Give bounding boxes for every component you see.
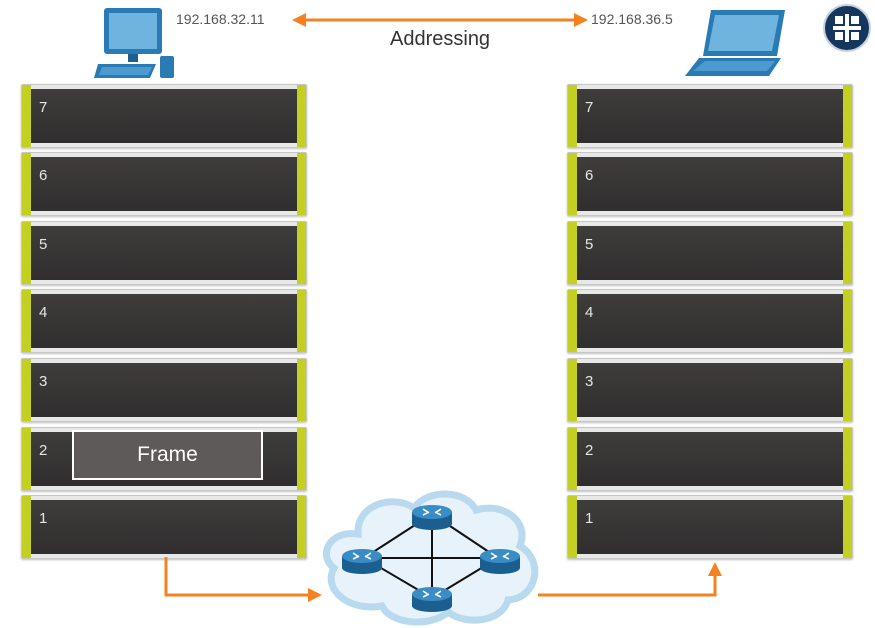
frame-pdu-box: Frame (72, 430, 263, 480)
router-icon (342, 549, 382, 574)
destination-layer-1: 1 (567, 495, 853, 559)
destination-layer-5: 5 (567, 221, 853, 285)
source-layer-3: 3 (21, 358, 307, 422)
layer-number: 1 (39, 510, 48, 527)
destination-layer-6: 6 (567, 152, 853, 216)
network-to-destination-arrow (538, 562, 722, 597)
layer-number: 6 (585, 167, 594, 184)
laptop-icon (685, 10, 785, 76)
router-icon (412, 587, 452, 612)
fullscreen-toggle-icon (833, 14, 861, 42)
destination-layer-3: 3 (567, 358, 853, 422)
layer-number: 5 (585, 236, 594, 253)
source-layer-5: 5 (21, 221, 307, 285)
layer-number: 3 (585, 373, 594, 390)
destination-layer-7: 7 (567, 84, 853, 148)
layer-number: 4 (39, 304, 48, 321)
layer-number: 4 (585, 304, 594, 321)
source-layer-7: 7 (21, 84, 307, 148)
source-layer-6: 6 (21, 152, 307, 216)
layer-number: 7 (585, 99, 594, 116)
source-layer-4: 4 (21, 289, 307, 353)
router-icon (412, 505, 452, 530)
layer-number: 1 (585, 510, 594, 527)
source-layer-1: 1 (21, 495, 307, 559)
destination-layer-2: 2 (567, 427, 853, 491)
source-layer-2: 2 Frame (21, 427, 307, 491)
source-to-network-arrow (164, 557, 322, 602)
fullscreen-toggle-button[interactable] (823, 4, 871, 52)
layer-number: 6 (39, 167, 48, 184)
layer-number: 2 (585, 442, 594, 459)
router-icon (480, 549, 520, 574)
destination-layer-4: 4 (567, 289, 853, 353)
addressing-label: Addressing (390, 28, 491, 50)
source-ip-address: 192.168.32.11 (176, 11, 265, 27)
layer-number: 5 (39, 236, 48, 253)
layer-number: 7 (39, 99, 48, 116)
network-cloud-icon (322, 490, 539, 626)
destination-ip-address: 192.168.36.5 (591, 11, 673, 27)
desktop-computer-icon (94, 8, 174, 78)
layer-number: 3 (39, 373, 48, 390)
layer-number: 2 (39, 442, 48, 459)
addressing-arrow (292, 13, 588, 27)
